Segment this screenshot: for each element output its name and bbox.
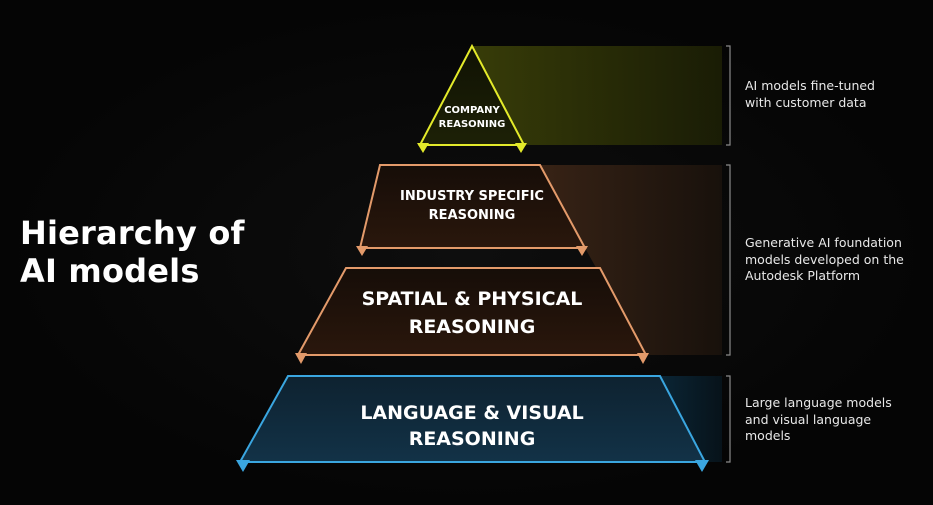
bracket-top xyxy=(726,45,731,146)
tier-industry-foot-right xyxy=(576,246,588,256)
page-title: Hierarchy of AI models xyxy=(20,214,260,290)
tier-language-label-1: LANGUAGE & VISUAL xyxy=(360,402,583,424)
tier-company-foot-left xyxy=(417,143,429,153)
foundation-band xyxy=(540,165,722,355)
tier-company-foot-right xyxy=(515,143,527,153)
page-title-line-1: Hierarchy of xyxy=(20,214,245,252)
company-band xyxy=(472,46,722,145)
description-line: models developed on the xyxy=(745,251,904,267)
description-line: with customer data xyxy=(745,94,867,110)
tier-spatial-foot-left xyxy=(295,353,307,364)
language-band xyxy=(660,376,722,462)
description-line: Generative AI foundation xyxy=(745,235,902,250)
bracket-middle xyxy=(726,164,731,356)
tier-language-label-2: REASONING xyxy=(409,428,536,450)
tier-company-label-1: COMPANY xyxy=(444,105,500,116)
description-company: AI models fine-tuned with customer data xyxy=(745,78,925,111)
tier-industry-label-2: REASONING xyxy=(429,208,516,223)
tier-company-label-2: REASONING xyxy=(439,119,506,130)
bracket-bottom xyxy=(726,375,731,463)
tier-spatial-label-2: REASONING xyxy=(409,316,536,338)
tier-industry-foot-left xyxy=(356,246,368,256)
tier-spatial-label-1: SPATIAL & PHYSICAL xyxy=(362,288,583,310)
tier-spatial-shape xyxy=(296,267,648,356)
page-title-line-2: AI models xyxy=(20,252,200,290)
description-line: models xyxy=(745,428,791,443)
description-line: Autodesk Platform xyxy=(745,268,861,283)
description-foundation: Generative AI foundation models develope… xyxy=(745,235,925,285)
description-language: Large language models and visual languag… xyxy=(745,395,925,445)
description-line: and visual language xyxy=(745,411,872,427)
tier-company-shape xyxy=(418,43,526,146)
tier-language-foot-right xyxy=(695,460,709,472)
description-line: AI models fine-tuned xyxy=(745,78,875,93)
tier-spatial-foot-right xyxy=(637,353,649,364)
description-line: Large language models xyxy=(745,395,892,410)
tier-language-foot-left xyxy=(236,460,250,472)
tier-industry-label-1: INDUSTRY SPECIFIC xyxy=(400,189,544,204)
